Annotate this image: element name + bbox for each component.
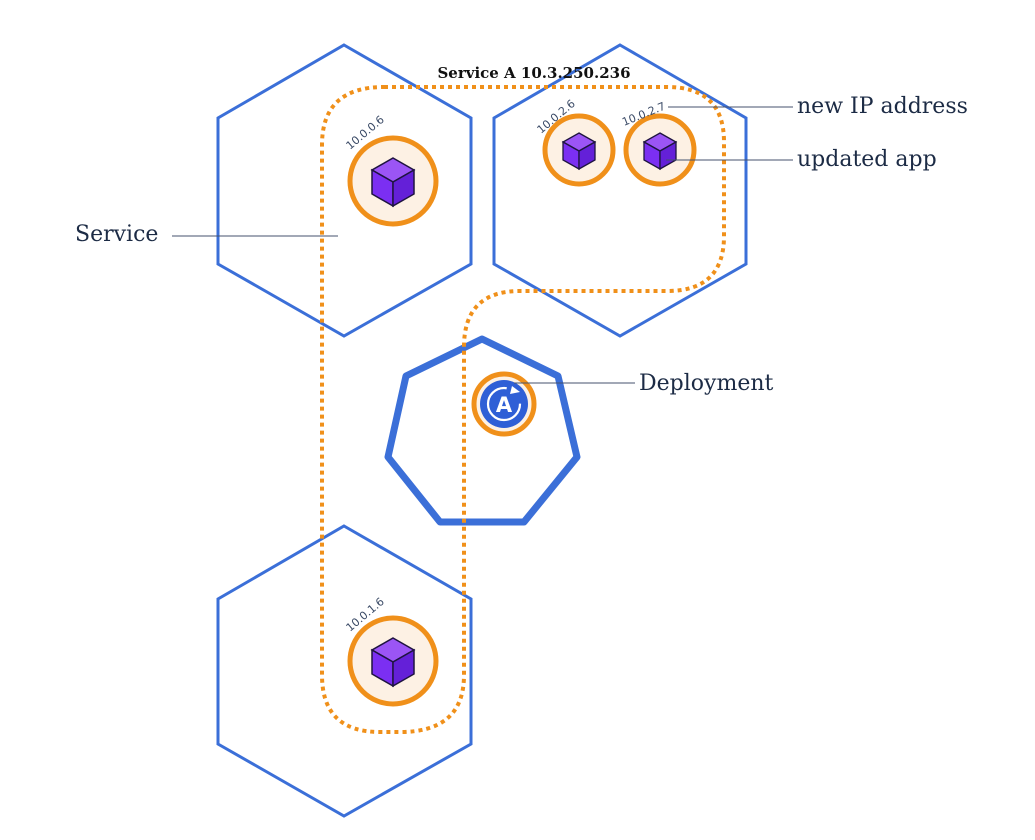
deployment-label: Deployment xyxy=(639,371,774,396)
service-label: Service xyxy=(75,222,158,247)
service-title: Service A 10.3.250.236 xyxy=(437,64,630,82)
deployment-icon[interactable]: A xyxy=(471,371,537,437)
new-ip-label: new IP address xyxy=(797,94,968,119)
deployment-icon-letter: A xyxy=(496,393,513,417)
node-bottom-left xyxy=(216,524,473,818)
updated-app-label: updated app xyxy=(797,147,937,172)
deployment-node xyxy=(384,335,581,526)
node-top-left xyxy=(216,43,473,338)
node-top-right xyxy=(492,43,748,338)
